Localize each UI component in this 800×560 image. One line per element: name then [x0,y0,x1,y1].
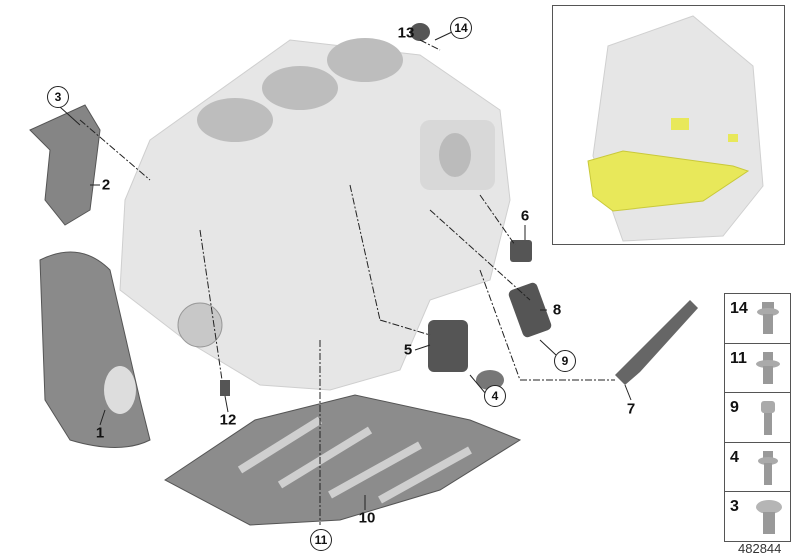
highlighted-parts [587,150,750,212]
callout-13: 13 [397,24,415,42]
callout-1: 1 [95,424,105,442]
valve-8 [508,282,552,338]
part-12-clip [220,380,230,396]
fastener-number: 3 [730,498,739,516]
callout-12: 12 [219,411,237,429]
plug-13 [410,23,430,41]
callout-14: 14 [450,17,472,39]
callout-9: 9 [554,350,576,372]
fastener-number: 11 [730,349,747,367]
oil-pan-baffle [164,394,522,526]
engine-location-inset [552,5,785,245]
callout-4: 4 [484,385,506,407]
pan-head-screw-icon [756,500,782,535]
fastener-row: 3 [725,492,790,541]
callout-2: 2 [101,176,111,194]
fastener-row: 11 [725,344,790,394]
leader-lines [79,39,615,525]
fastener-number: 9 [730,399,739,417]
bolt-icon [757,302,779,334]
pump-bore [439,133,471,177]
fastener-number: 14 [730,300,748,317]
bolt-icon [756,351,780,384]
callout-7: 7 [626,400,636,418]
cylinder-bore [197,98,273,142]
fastener-row: 9 [725,393,790,443]
callout-8: 8 [552,301,562,319]
fastener-row: 4 [725,443,790,493]
callout-leaders [59,31,632,510]
sensor-6 [510,240,532,262]
fastener-row: 14 [725,294,790,344]
fastener-panel: 14 11 9 4 3 [724,293,791,542]
diagram-reference-number: 482844 [738,541,782,556]
callout-11: 11 [310,529,332,551]
cover-opening [104,366,136,414]
cylinder-bore [327,38,403,82]
socket-screw-icon [761,401,775,436]
callout-3: 3 [47,86,69,108]
fastener-number: 4 [730,448,739,466]
bolt-icon [758,450,778,485]
thermostat-housing [428,320,468,372]
cylinder-bore [262,66,338,110]
engine-bracket [29,104,101,226]
callout-5: 5 [403,341,413,359]
inset-engine-view [587,15,764,242]
callout-6: 6 [520,207,530,225]
sensor-7 [615,300,698,385]
baffle-ribs [237,416,472,504]
callout-10: 10 [358,509,376,527]
gear [177,302,223,348]
